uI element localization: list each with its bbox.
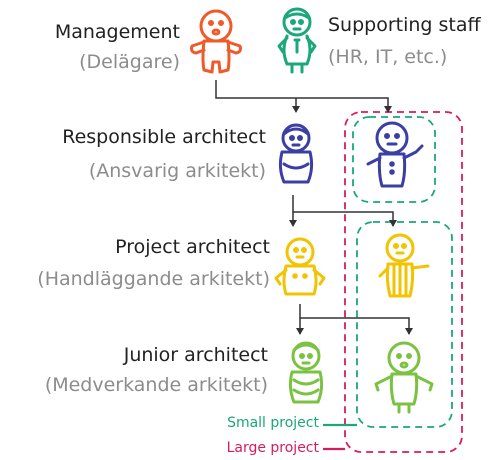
staff-title: Supporting staff [328,14,481,36]
large-project-boundary [344,111,463,453]
management-title: Management [54,21,180,43]
legend-large-project: Large project [226,440,319,456]
junior-figure-left [288,341,324,404]
legend-small-project: Small project [227,415,319,431]
project-subtitle: (Handläggande arkitekt) [37,268,270,290]
responsible-dashed-box [352,116,436,203]
management-subtitle: (Delägare) [79,51,180,73]
staff-subtitle: (HR, IT, etc.) [328,46,448,68]
project-title: Project architect [115,236,270,258]
junior-figure-right [374,341,434,414]
small-project-boundary [356,221,453,428]
project-figure-right [378,233,430,298]
responsible-subtitle: (Ansvarig arkitekt) [88,160,266,182]
staff-figure [277,7,317,74]
responsible-figure-left [278,123,314,184]
junior-title: Junior architect [123,344,268,366]
management-figure [190,9,242,74]
junior-subtitle: (Medverkande arkitekt) [44,374,268,396]
connectors [215,80,413,335]
responsible-title: Responsible architect [62,126,266,148]
responsible-figure-right [366,121,424,188]
project-figure-left [274,237,326,296]
